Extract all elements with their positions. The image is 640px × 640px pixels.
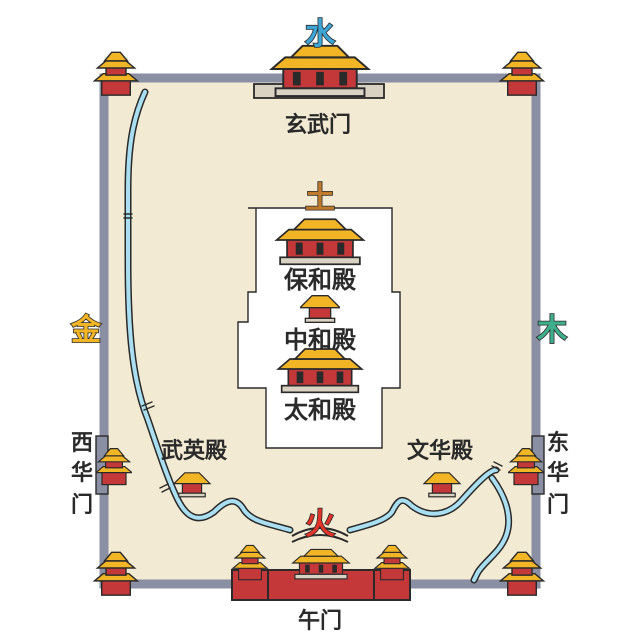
golden-water-bridge xyxy=(291,527,349,543)
east-gate-label-2: 华 xyxy=(547,460,569,486)
east-gate-label-3: 门 xyxy=(547,492,569,518)
north-gate xyxy=(253,44,385,99)
wuying-hall-label: 武英殿 xyxy=(161,439,228,464)
earth-element: 土 xyxy=(305,181,335,216)
water-element: 水 xyxy=(305,17,336,52)
east-gate-building xyxy=(508,435,545,495)
meridian-gate xyxy=(231,544,411,601)
north-gate-label: 玄武门 xyxy=(285,112,351,138)
west-gate-building xyxy=(95,435,132,495)
west-gate-label-2: 华 xyxy=(71,460,93,486)
central-terrace xyxy=(237,207,401,449)
metal-element: 金 xyxy=(70,313,102,348)
wenhua-hall-label: 文华殿 xyxy=(407,438,474,464)
west-gate-label-1: 西 xyxy=(71,431,93,456)
fire-element: 火 xyxy=(305,507,335,542)
wood-element: 木 xyxy=(536,313,567,348)
baohe-hall-label: 保和殿 xyxy=(283,266,357,294)
west-gate-label-3: 门 xyxy=(71,492,93,518)
east-gate-label-1: 东 xyxy=(547,430,569,456)
inner-river xyxy=(123,88,513,584)
zhonghe-hall-label: 中和殿 xyxy=(284,326,357,354)
taihe-hall-label: 太和殿 xyxy=(284,396,357,424)
meridian-gate-label: 午门 xyxy=(298,608,342,634)
